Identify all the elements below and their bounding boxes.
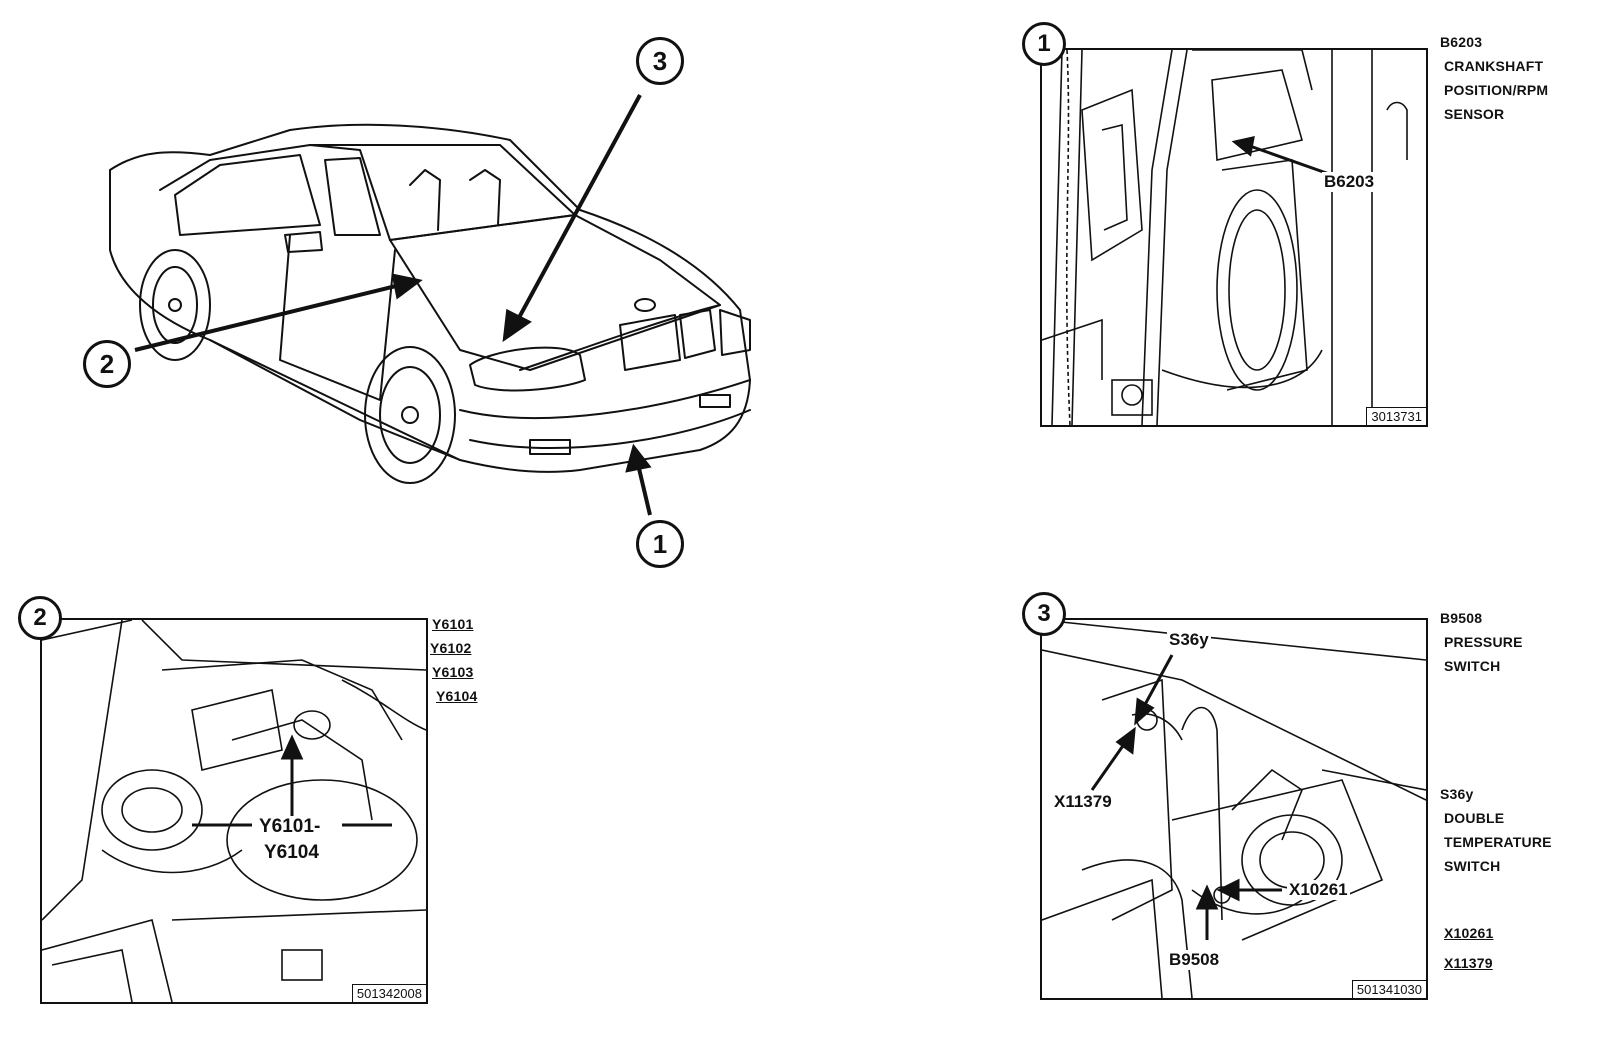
legend-line: PRESSURE [1444,634,1523,650]
legend-injectors: Y6101 Y6102 Y6103 Y6104 [430,612,477,708]
overview-callout-1: 1 [636,520,684,568]
legend-line: B9508 [1440,610,1483,626]
label-b6203: B6203 [1322,172,1377,192]
legend-line: SWITCH [1444,858,1501,874]
figure-id: 3013731 [1366,407,1426,425]
label-y6101-y6104-line1: Y6101- [257,816,323,838]
legend-pressure-switch: B9508 PRESSURE SWITCH [1440,606,1523,678]
legend-line: B6203 [1440,34,1483,50]
legend-crankshaft: B6203 CRANKSHAFT POSITION/RPM SENSOR [1440,30,1548,126]
label-x11379: X11379 [1052,792,1114,812]
car-overview-drawing [109,94,751,516]
panel-switches: S36y X11379 X10261 B9508 501341030 [1040,618,1428,1000]
overview-callout-3: 3 [636,37,684,85]
legend-line: CRANKSHAFT [1444,58,1544,74]
panel3-callout: 3 [1022,592,1066,636]
figure-id: 501341030 [1351,980,1426,998]
label-y6101-y6104-line2: Y6104 [262,842,321,864]
legend-line: SENSOR [1444,106,1505,122]
overview-callout-2: 2 [83,340,131,388]
legend-connectors: X10261 X11379 [1444,918,1493,978]
legend-line: Y6104 [436,688,478,704]
legend-line: TEMPERATURE [1444,834,1552,850]
legend-line: S36y [1440,786,1474,802]
legend-line: X10261 [1444,925,1494,941]
panel2-callout: 2 [18,596,62,640]
legend-line: X11379 [1444,955,1493,971]
label-s36y: S36y [1167,630,1211,650]
label-b9508: B9508 [1167,950,1222,970]
panel-injectors: Y6101- Y6104 501342008 [40,618,428,1004]
legend-temperature-switch: S36y DOUBLE TEMPERATURE SWITCH [1440,782,1552,878]
legend-line: Y6103 [432,664,474,680]
legend-line: POSITION/RPM [1444,82,1549,98]
panel-crankshaft-sensor: B6203 3013731 [1040,48,1428,427]
legend-line: SWITCH [1444,658,1501,674]
legend-line: Y6102 [430,640,472,656]
engine-bay-drawing [42,620,426,1002]
panel1-callout: 1 [1022,22,1066,66]
crankshaft-area-drawing [1042,50,1408,425]
label-x10261: X10261 [1287,880,1350,900]
figure-id: 501342008 [351,984,426,1002]
legend-line: DOUBLE [1444,810,1505,826]
legend-line: Y6101 [432,616,474,632]
radiator-area-drawing [1042,620,1426,998]
